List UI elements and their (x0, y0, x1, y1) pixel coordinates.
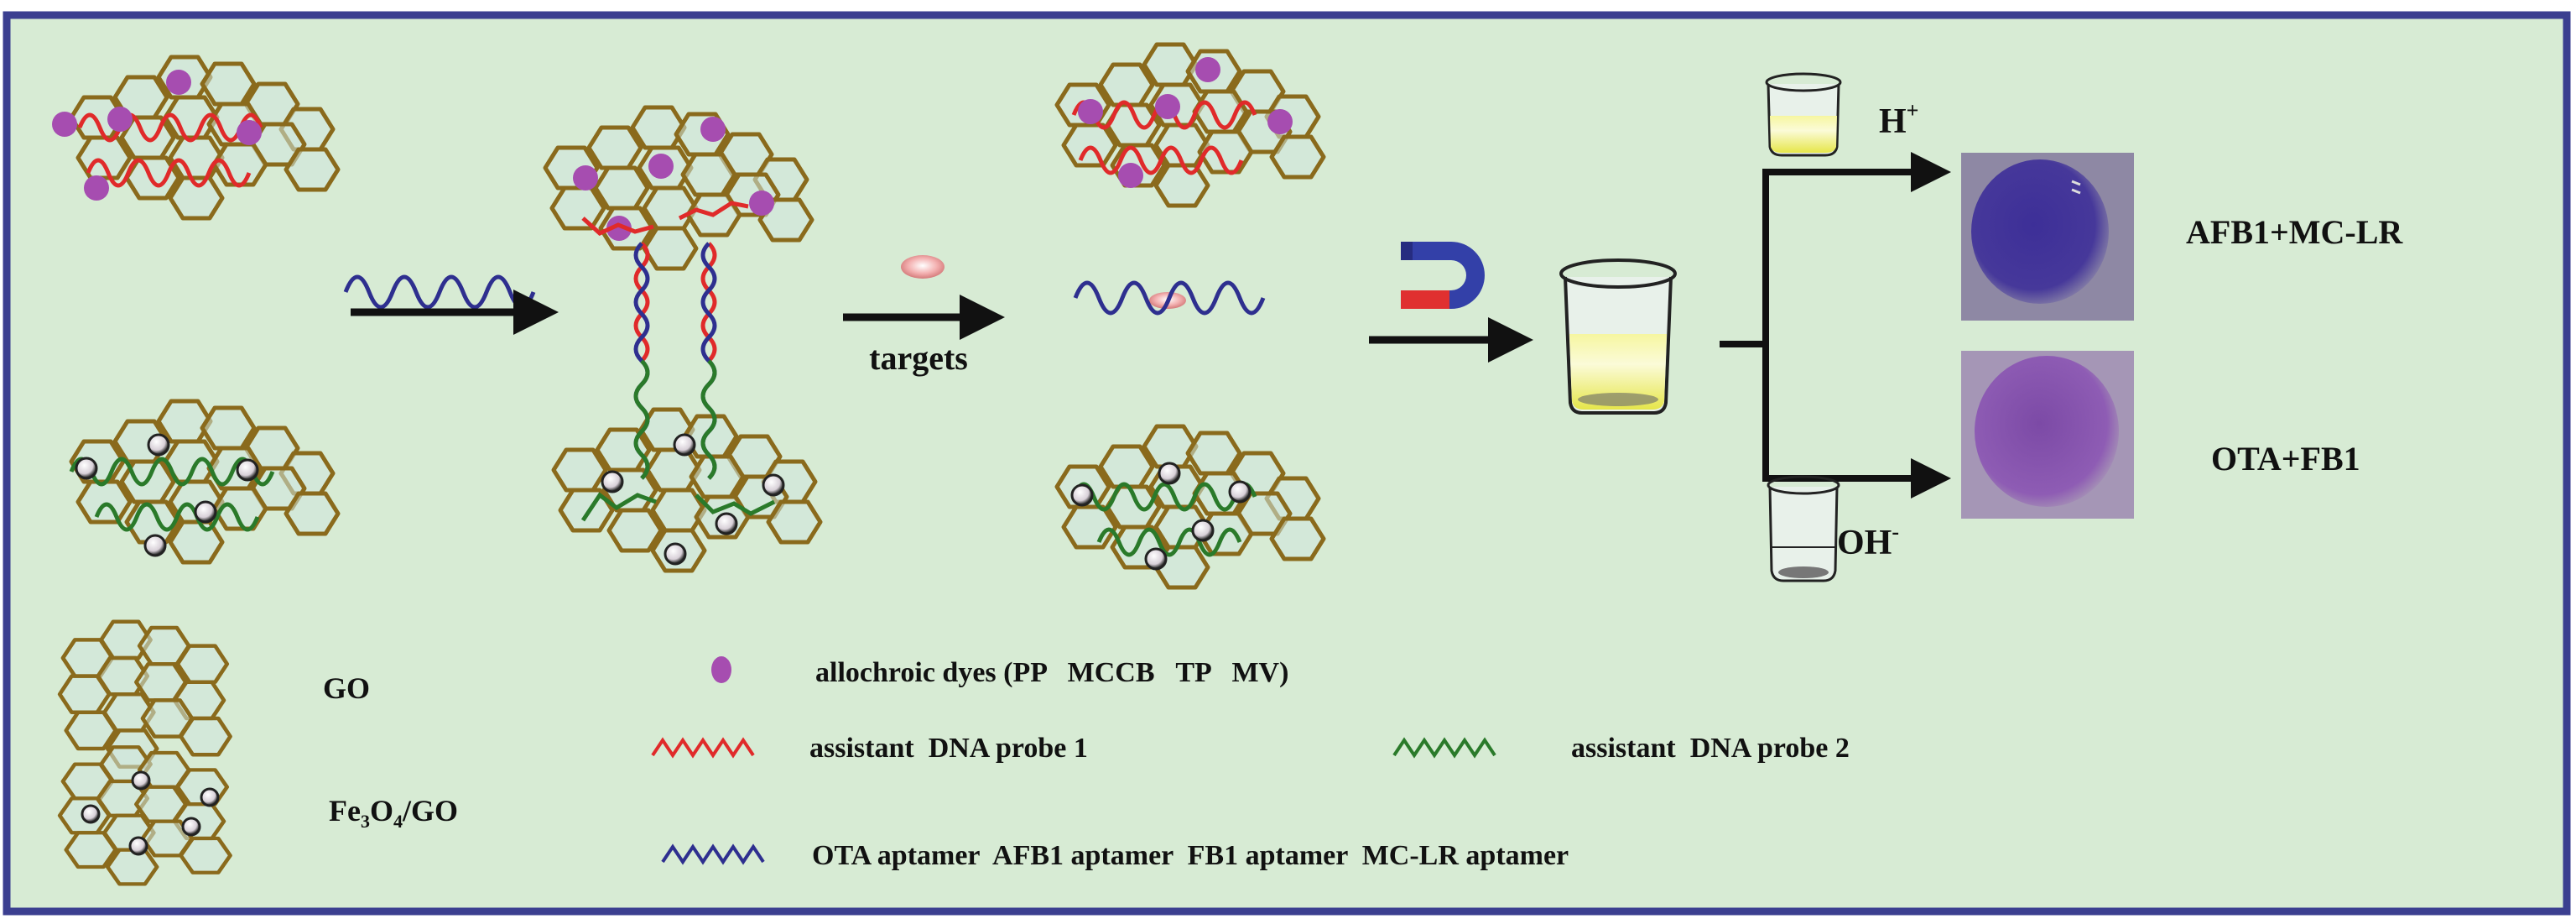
dye-dot-icon (1078, 99, 1103, 124)
target-molecule-icon (901, 255, 945, 279)
result-acid-label: AFB1+MC-LR (2186, 213, 2403, 251)
acid-label: H+ (1879, 98, 1919, 141)
dye-dot-icon (1118, 163, 1143, 188)
probe2-wave-icon (1392, 737, 1496, 759)
fe3o4-particle-icon (715, 512, 738, 535)
fe3o4-particle-icon (762, 473, 785, 497)
dye-dot-icon (1155, 94, 1180, 119)
fe3o4-particle-icon (1191, 519, 1215, 542)
fe3o4-particle-icon (181, 817, 201, 837)
legend-go-label: GO (323, 671, 370, 705)
dye-dot-icon (700, 117, 726, 142)
released-go-with-probe1 (1057, 44, 1324, 206)
legend-fe3o4-go: Fe3O4/GO (60, 747, 458, 884)
fe3o4-particle-icon (1158, 462, 1181, 485)
well-photo-acid (1961, 153, 2134, 321)
base-beaker-icon (1767, 475, 1840, 582)
probe2-strand (69, 457, 275, 487)
horseshoe-magnet-icon (1401, 242, 1485, 309)
legend-fe3o4-label: Fe3O4/GO (329, 794, 458, 832)
hybrid-complex (545, 107, 820, 571)
fe3o4-particle-icon (128, 836, 148, 856)
legend-probe1-label: assistant DNA probe 1 (809, 733, 1088, 764)
fe3o4-particle-icon (131, 770, 151, 791)
dye-dot-icon (166, 70, 191, 95)
dye-dot-icon (1267, 109, 1293, 134)
legend-probe2: assistant DNA probe 2 (1392, 733, 1850, 764)
go-with-probe1-and-dyes (52, 57, 338, 218)
dye-dot-icon (573, 165, 598, 191)
legend-go: GO (60, 622, 370, 767)
fe3o4-particle-icon (236, 458, 259, 482)
acid-beaker-icon (1765, 72, 1842, 157)
fe3o4-particle-icon (601, 470, 624, 493)
dye-dot-icon (1195, 57, 1220, 82)
probe2-strand (94, 502, 260, 532)
base-label: OH- (1837, 519, 1899, 562)
legend-probe2-label: assistant DNA probe 2 (1571, 733, 1850, 764)
double-helix-right (700, 242, 717, 480)
dye-dot-icon (107, 107, 133, 132)
dye-dot-icon (84, 175, 109, 201)
legend-aptamer-label: OTA aptamer AFB1 aptamer FB1 aptamer MC-… (812, 840, 1569, 871)
figure-border (3, 11, 2571, 916)
double-helix-left (633, 242, 650, 480)
fe3o4-particle-icon (1144, 547, 1168, 571)
result-base-label: OTA+FB1 (2211, 440, 2360, 478)
probe1-wave-icon (651, 737, 755, 759)
well-photo-base (1961, 351, 2134, 519)
fe3o4-particle-icon (75, 457, 98, 480)
fe3o4-particle-icon (673, 433, 696, 457)
legend-probe1: assistant DNA probe 1 (651, 733, 1088, 764)
legend-dye-label: allochroic dyes (PP MCCB TP MV) (815, 657, 1288, 688)
aptamer-strand (343, 274, 536, 310)
fe3o4-particle-icon (143, 534, 167, 557)
fe3o4-go-with-probe2 (69, 401, 338, 562)
fe3o4-particle-icon (194, 500, 217, 524)
legend: GO Fe3O4/GO allochroic dyes (PP MCCB TP … (60, 622, 1850, 885)
fe3o4-particle-icon (81, 804, 101, 824)
targets-label: targets (869, 339, 968, 377)
dye-dot-icon (711, 656, 731, 683)
released-fe3o4-go-with-probe2 (1057, 426, 1324, 587)
fe3o4-particle-icon (664, 542, 687, 566)
fe3o4-particle-icon (200, 787, 220, 807)
probe1-strand (77, 112, 263, 143)
dye-dot-icon (749, 191, 774, 216)
aptamer-target-complex (1073, 280, 1266, 316)
legend-dye: allochroic dyes (PP MCCB TP MV) (711, 656, 1288, 688)
fe3o4-particle-icon (1228, 480, 1252, 504)
fe3o4-particle-icon (1070, 483, 1094, 507)
aptamer-wave-icon (661, 843, 765, 865)
dye-dot-icon (237, 120, 262, 145)
dye-dot-icon (52, 112, 77, 137)
probe1-strand (86, 158, 252, 188)
dye-dot-icon (648, 154, 674, 179)
beaker-icon (1559, 258, 1677, 415)
legend-aptamer: OTA aptamer AFB1 aptamer FB1 aptamer MC-… (661, 840, 1569, 871)
fe3o4-particle-icon (147, 433, 170, 457)
dye-dot-icon (606, 216, 632, 241)
